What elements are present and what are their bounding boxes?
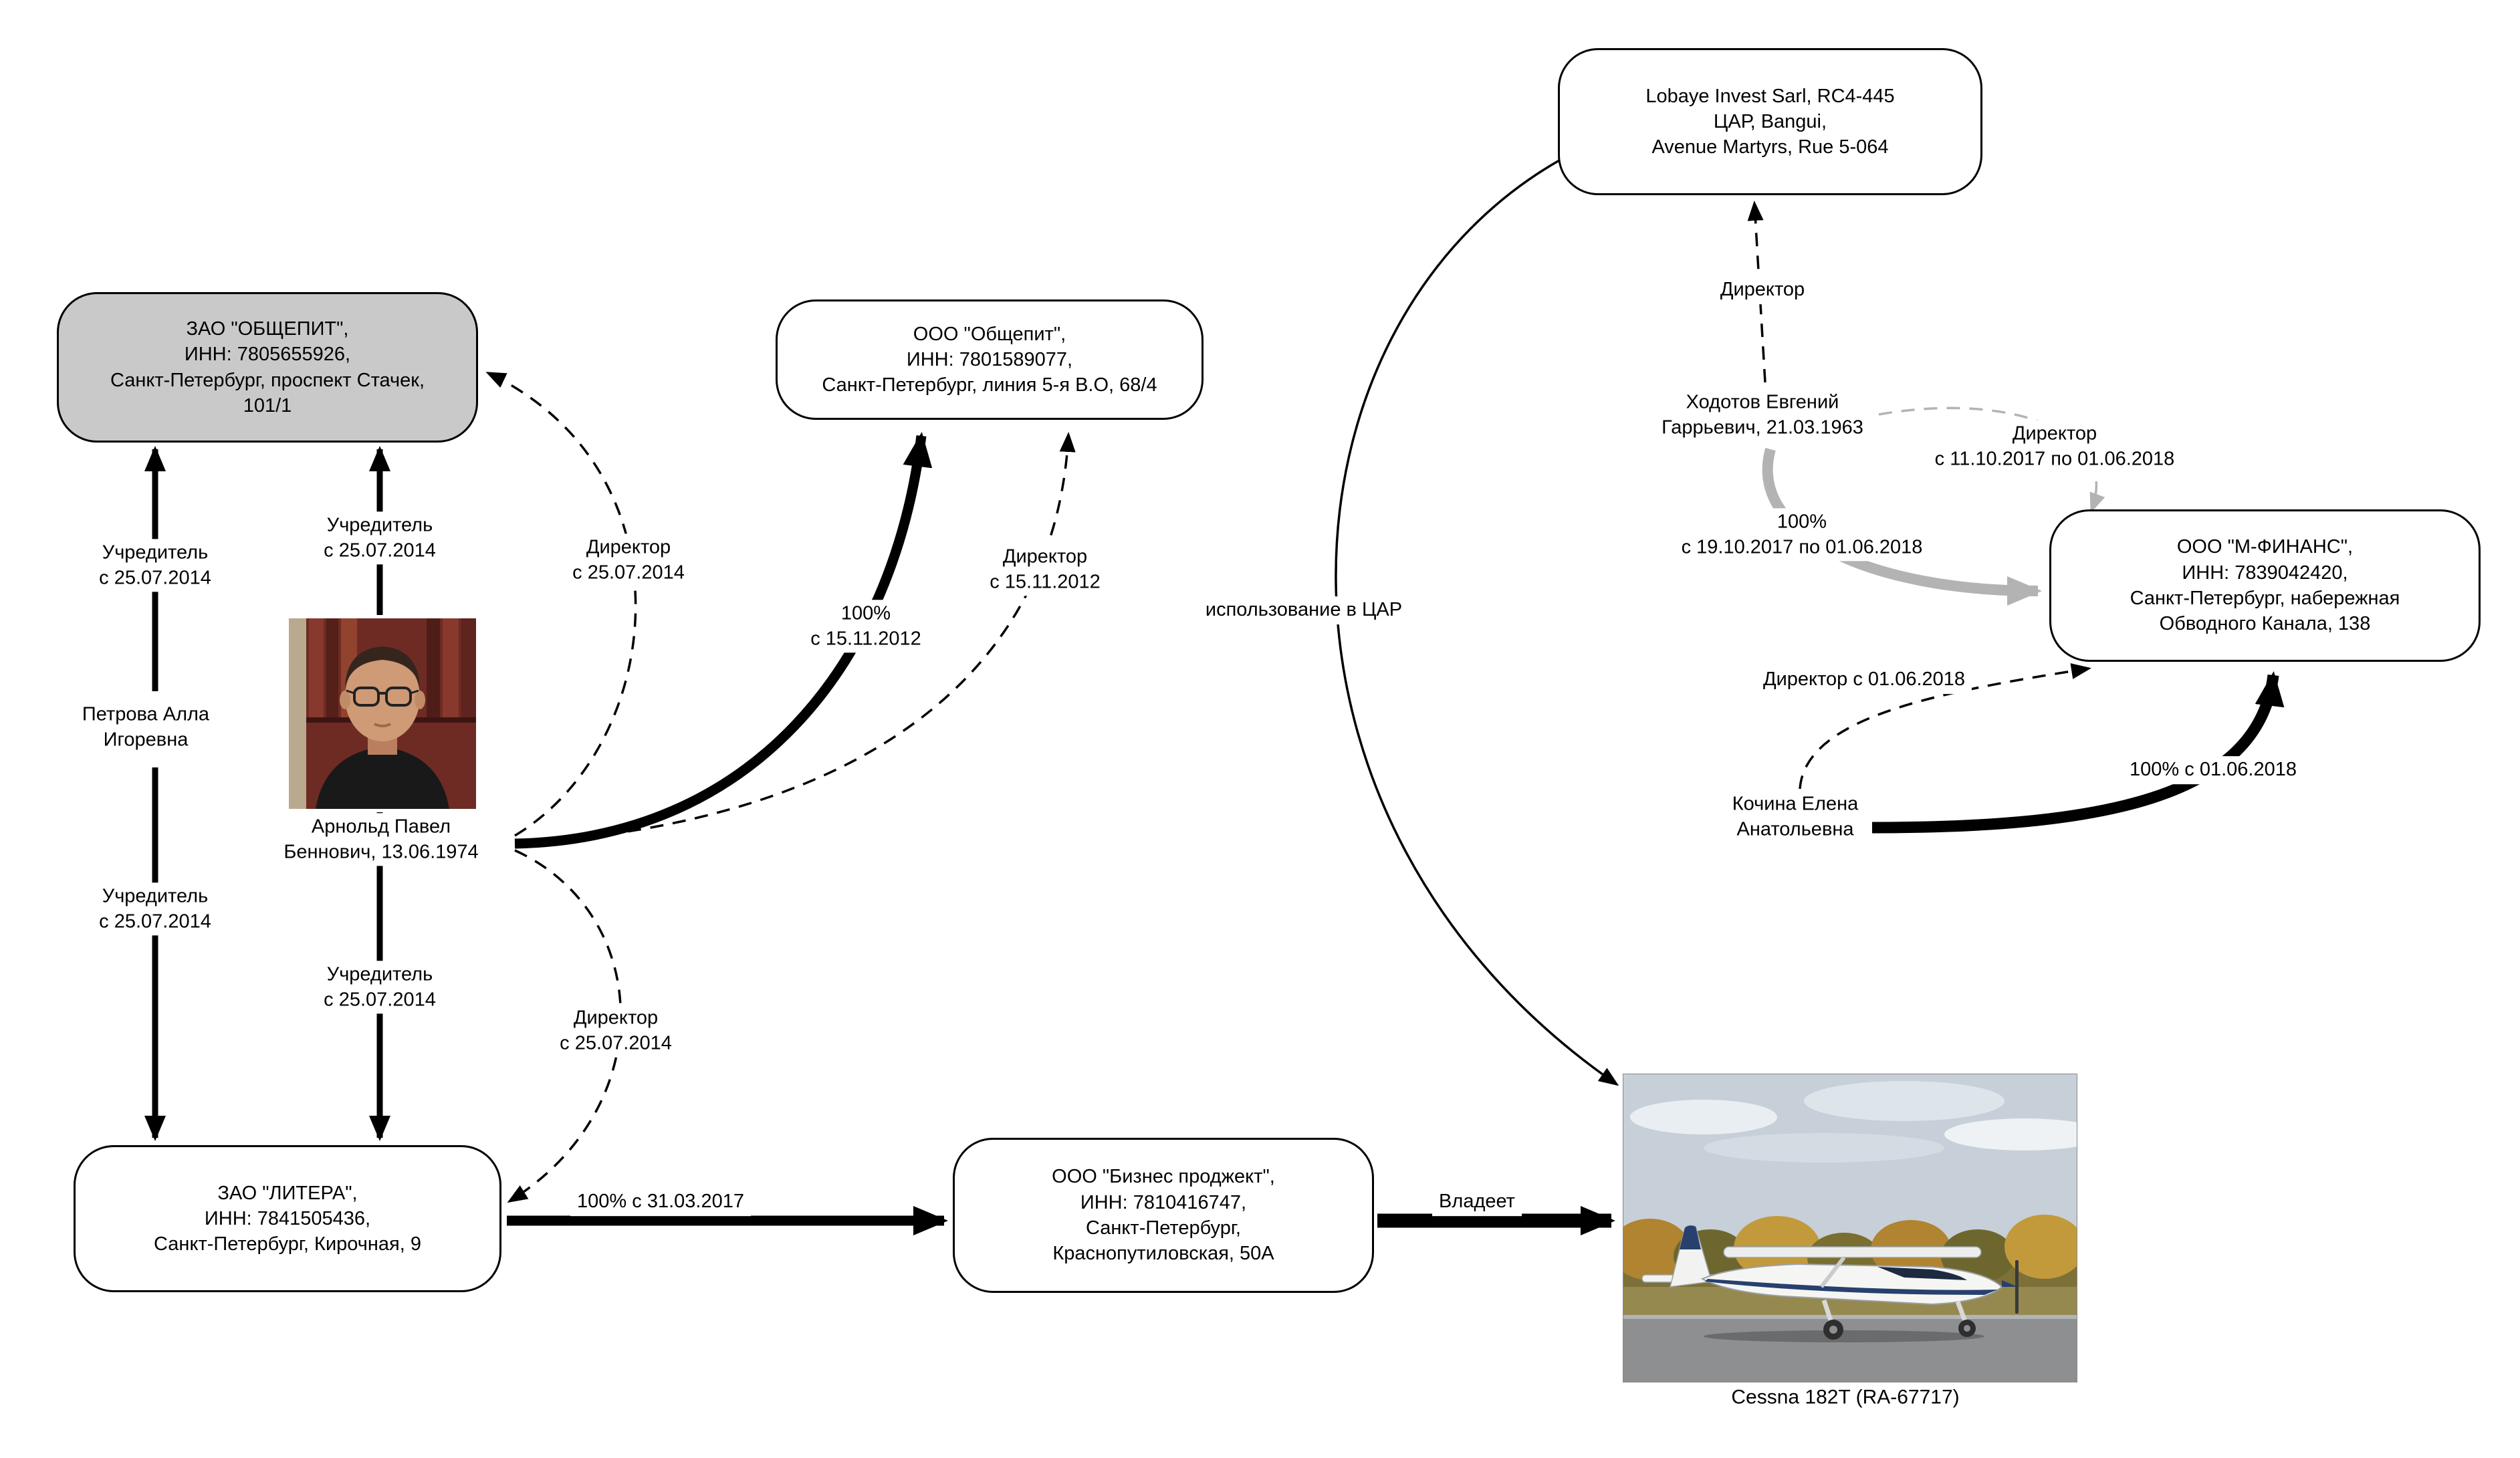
edge-label-founder-arnold-obshchepit: Учредитель с 25.07.2014 — [317, 511, 443, 565]
node-zao-litera: ЗАО "ЛИТЕРА", ИНН: 7841505436, Санкт-Пет… — [74, 1145, 501, 1292]
edge-director-arnold-ooo-obshchepit — [514, 432, 1076, 845]
node-zao-obshchepit: ЗАО "ОБЩЕПИТ", ИНН: 7805655926, Санкт-Пе… — [57, 292, 478, 443]
node-biznes-prodzhekt: ООО "Бизнес проджект", ИНН: 7810416747, … — [953, 1138, 1374, 1293]
edge-director-arnold-obshchepit — [485, 372, 637, 837]
edge-label-director-khodotov-lobaye: Директор — [1713, 276, 1812, 304]
person-petrova: Петрова Алла Игоревна — [75, 701, 217, 754]
edge-share-kochina-mfinans — [1871, 671, 2285, 834]
cessna-plane-image — [1623, 1074, 2077, 1382]
arnold-portrait-image — [289, 618, 476, 809]
edge-label-share-litera-biznes: 100% с 31.03.2017 — [570, 1188, 751, 1216]
cessna-caption: Cessna 182T (RA-67717) — [1731, 1386, 1960, 1409]
person-arnold: Арнольд Павел Беннович, 13.06.1974 — [277, 813, 485, 866]
edge-label-director-arnold-obshchepit: Директор с 25.07.2014 — [566, 533, 691, 587]
edge-label-director-arnold-litera: Директор с 25.07.2014 — [553, 1004, 679, 1058]
edge-director-kochina-mfinans — [1799, 663, 2091, 789]
node-lobaye-invest: Lobaye Invest Sarl, RC4-445 ЦАР, Bangui,… — [1558, 48, 1982, 195]
node-m-finans: ООО "М-ФИНАНС", ИНН: 7839042420, Санкт-П… — [2049, 509, 2481, 662]
node-ooo-obshchepit: ООО "Общепит", ИНН: 7801589077, Санкт-Пе… — [776, 299, 1204, 420]
edge-usage-car — [1335, 159, 1619, 1086]
edge-label-director-arnold-ooo-obshchepit: Директор с 15.11.2012 — [983, 543, 1107, 596]
edge-label-director-khodotov-mfinans: Директор с 11.10.2017 по 01.06.2018 — [1928, 420, 2182, 473]
person-kochina: Кочина Елена Анатольевна — [1725, 790, 1865, 844]
edge-label-founder-petrova-obshchepit: Учредитель с 25.07.2014 — [92, 539, 218, 592]
person-khodotov: Ходотов Евгений Гаррьевич, 21.03.1963 — [1655, 388, 1870, 442]
arnold-photo — [289, 618, 476, 809]
edge-label-share-arnold-ooo-obshchepit: 100% с 15.11.2012 — [804, 600, 928, 653]
edge-share-arnold-ooo-obshchepit — [514, 432, 933, 849]
edge-label-director-kochina-mfinans: Директор с 01.06.2018 — [1756, 666, 1972, 694]
cessna-photo — [1623, 1074, 2077, 1382]
edge-label-founder-arnold-litera: Учредитель с 25.07.2014 — [317, 961, 443, 1014]
edge-label-founder-petrova-litera: Учредитель с 25.07.2014 — [92, 882, 218, 936]
edge-label-share-khodotov-mfinans: 100% с 19.10.2017 по 01.06.2018 — [1674, 508, 1930, 562]
edge-label-usage-car: использование в ЦАР — [1198, 596, 1409, 624]
edge-label-share-kochina-mfinans: 100% с 01.06.2018 — [2123, 756, 2303, 784]
edge-director-khodotov-lobaye — [1747, 201, 1766, 383]
edge-label-owns: Владеет — [1432, 1188, 1522, 1216]
